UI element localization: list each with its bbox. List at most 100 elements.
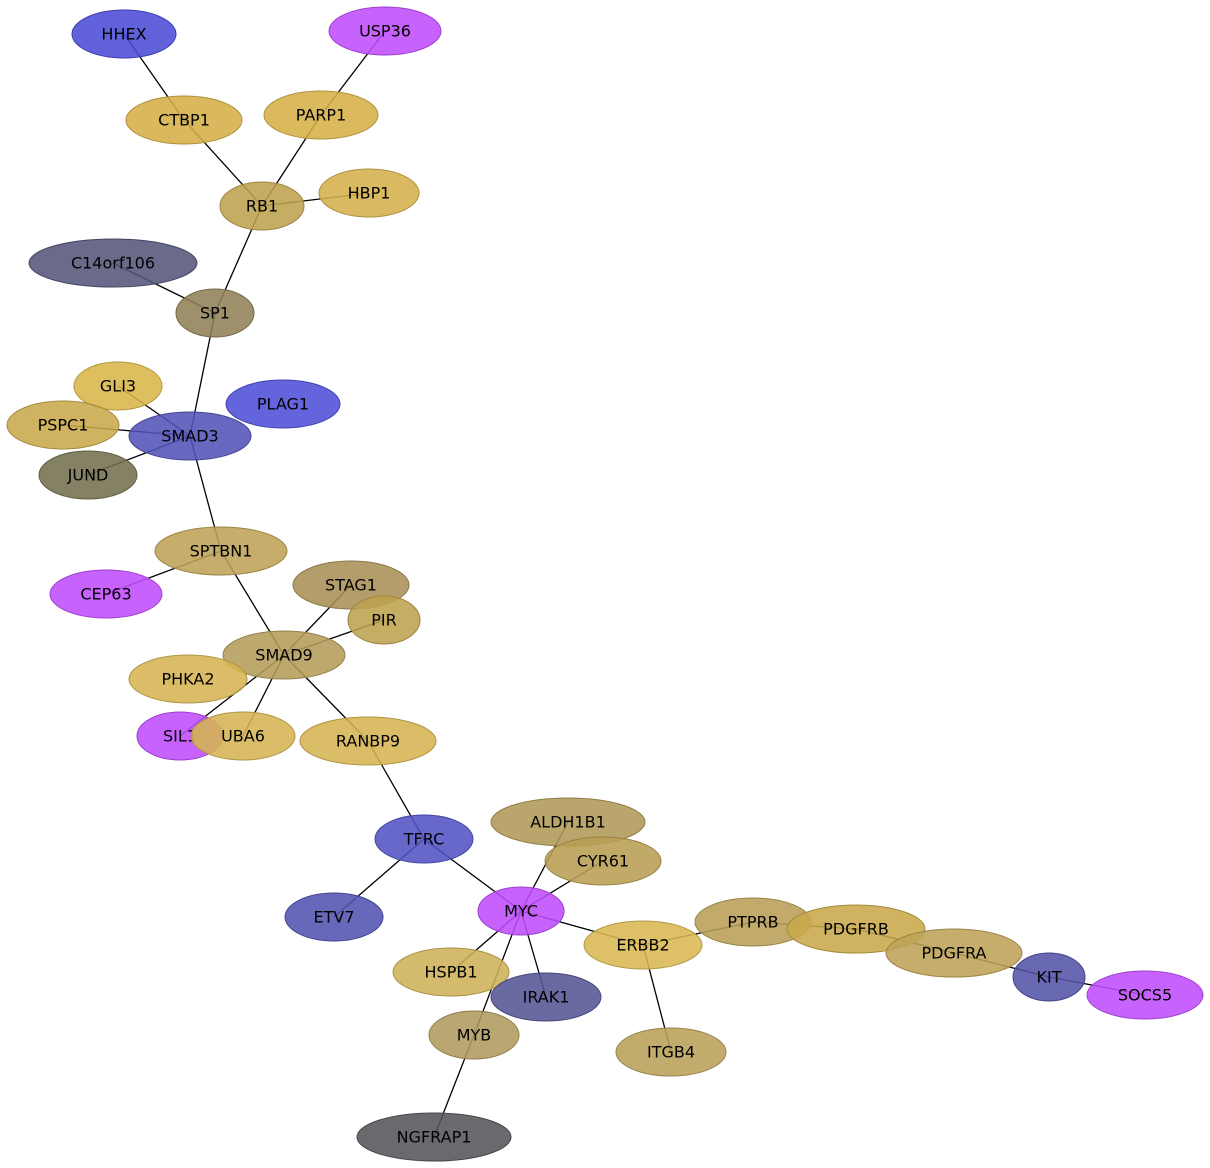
- node-shape: [49, 569, 163, 619]
- node-label: SPTBN1: [190, 542, 253, 561]
- node-shape: [225, 379, 341, 429]
- node-ptprb[interactable]: PTPRB: [694, 897, 812, 947]
- node-hhex[interactable]: HHEX: [71, 9, 177, 59]
- node-shape: [318, 168, 420, 218]
- node-cyr61[interactable]: CYR61: [544, 836, 662, 886]
- node-hspb1[interactable]: HSPB1: [392, 947, 510, 997]
- node-itgb4[interactable]: ITGB4: [615, 1027, 727, 1077]
- node-shape: [125, 95, 243, 145]
- node-phka2[interactable]: PHKA2: [128, 654, 248, 704]
- node-label: KIT: [1037, 968, 1062, 987]
- node-shape: [190, 711, 296, 761]
- node-pspc1[interactable]: PSPC1: [6, 400, 120, 450]
- node-gli3[interactable]: GLI3: [73, 361, 163, 411]
- node-label: RB1: [246, 197, 278, 216]
- node-shape: [428, 1010, 520, 1060]
- node-label: USP36: [359, 22, 411, 41]
- node-ranbp9[interactable]: RANBP9: [299, 716, 437, 766]
- node-label: PDGFRB: [823, 920, 889, 939]
- node-label: RANBP9: [336, 732, 400, 751]
- node-label: PIR: [371, 611, 396, 630]
- node-uba6[interactable]: UBA6: [190, 711, 296, 761]
- node-shape: [885, 928, 1023, 978]
- node-label: PDGFRA: [922, 944, 987, 963]
- node-label: CEP63: [80, 585, 131, 604]
- node-sptbn1[interactable]: SPTBN1: [154, 526, 288, 576]
- node-pdgfrb[interactable]: PDGFRB: [786, 904, 926, 954]
- node-shape: [328, 6, 442, 56]
- node-usp36[interactable]: USP36: [328, 6, 442, 56]
- node-label: SMAD9: [255, 646, 312, 665]
- node-label: SOCS5: [1118, 986, 1172, 1005]
- node-label: MYB: [457, 1026, 492, 1045]
- node-shape: [1012, 952, 1086, 1002]
- node-erbb2[interactable]: ERBB2: [583, 920, 703, 970]
- node-shape: [356, 1112, 512, 1162]
- node-myc[interactable]: MYC: [477, 886, 565, 936]
- node-kit[interactable]: KIT: [1012, 952, 1086, 1002]
- node-label: PARP1: [296, 106, 347, 125]
- node-smad9[interactable]: SMAD9: [222, 630, 346, 680]
- node-irak1[interactable]: IRAK1: [490, 972, 602, 1022]
- node-smad3[interactable]: SMAD3: [128, 411, 252, 461]
- node-socs5[interactable]: SOCS5: [1086, 970, 1204, 1020]
- node-rb1[interactable]: RB1: [219, 181, 305, 231]
- node-shape: [284, 892, 384, 942]
- node-shape: [544, 836, 662, 886]
- node-c14orf106[interactable]: C14orf106: [28, 238, 198, 288]
- node-shape: [154, 526, 288, 576]
- node-shape: [222, 630, 346, 680]
- node-label: NGFRAP1: [397, 1128, 472, 1147]
- node-parp1[interactable]: PARP1: [263, 90, 379, 140]
- node-label: HSPB1: [425, 963, 478, 982]
- node-shape: [128, 411, 252, 461]
- node-label: C14orf106: [71, 254, 155, 273]
- node-label: MYC: [504, 902, 538, 921]
- node-shape: [175, 288, 255, 338]
- node-label: JUND: [67, 466, 109, 485]
- node-shape: [6, 400, 120, 450]
- node-shape: [786, 904, 926, 954]
- node-sp1[interactable]: SP1: [175, 288, 255, 338]
- node-label: IRAK1: [523, 988, 570, 1007]
- node-myb[interactable]: MYB: [428, 1010, 520, 1060]
- node-etv7[interactable]: ETV7: [284, 892, 384, 942]
- node-jund[interactable]: JUND: [38, 450, 138, 500]
- node-cep63[interactable]: CEP63: [49, 569, 163, 619]
- node-shape: [299, 716, 437, 766]
- node-shape: [392, 947, 510, 997]
- node-pdgfra[interactable]: PDGFRA: [885, 928, 1023, 978]
- node-label: CYR61: [577, 852, 629, 871]
- node-ctbp1[interactable]: CTBP1: [125, 95, 243, 145]
- node-ngfrap1[interactable]: NGFRAP1: [356, 1112, 512, 1162]
- node-label: ITGB4: [647, 1043, 695, 1062]
- node-label: SIL1: [163, 727, 197, 746]
- node-hbp1[interactable]: HBP1: [318, 168, 420, 218]
- node-label: HHEX: [101, 25, 146, 44]
- node-shape: [38, 450, 138, 500]
- node-label: TFRC: [403, 830, 444, 849]
- node-shape: [490, 972, 602, 1022]
- node-shape: [28, 238, 198, 288]
- node-label: PLAG1: [257, 395, 309, 414]
- node-aldh1b1[interactable]: ALDH1B1: [490, 797, 646, 847]
- node-shape: [128, 654, 248, 704]
- node-label: STAG1: [325, 576, 377, 595]
- node-tfrc[interactable]: TFRC: [374, 814, 474, 864]
- node-plag1[interactable]: PLAG1: [225, 379, 341, 429]
- node-shape: [1086, 970, 1204, 1020]
- node-label: CTBP1: [158, 111, 210, 130]
- node-shape: [219, 181, 305, 231]
- node-shape: [71, 9, 177, 59]
- node-pir[interactable]: PIR: [347, 595, 421, 645]
- node-label: ETV7: [313, 908, 354, 927]
- node-label: PSPC1: [38, 416, 89, 435]
- node-shape: [73, 361, 163, 411]
- node-shape: [374, 814, 474, 864]
- node-label: ERBB2: [616, 936, 669, 955]
- node-label: HBP1: [348, 184, 391, 203]
- node-label: ALDH1B1: [530, 813, 606, 832]
- node-shape: [615, 1027, 727, 1077]
